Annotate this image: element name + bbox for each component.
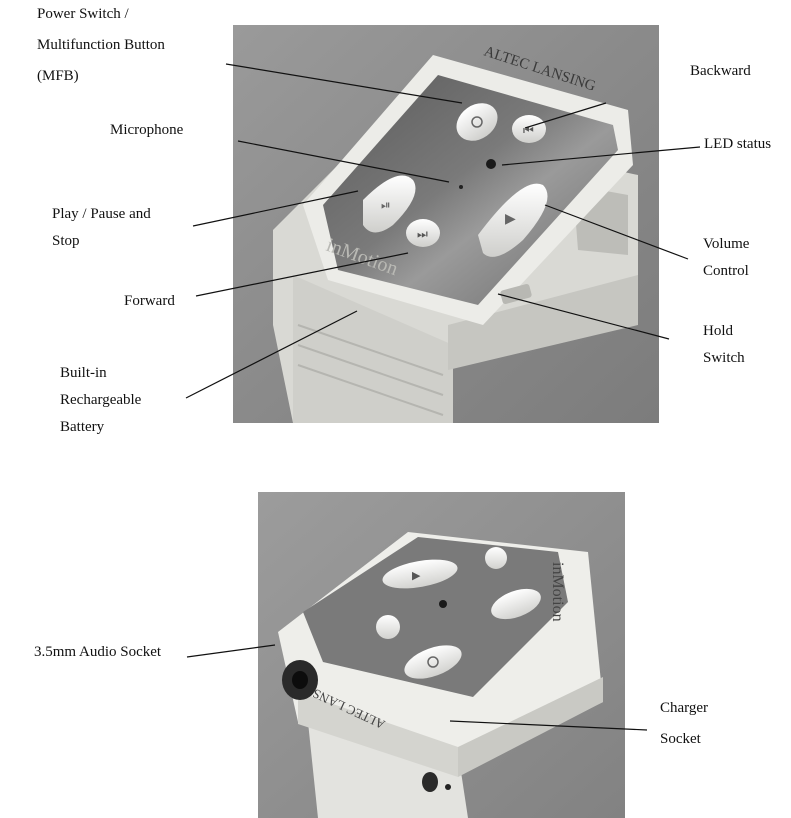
top-device-illustration: ALTEC LANSING inMotion ⏮ ⏯ ⏭ ▶ [233,25,659,423]
callout-charger-socket: Charger Socket [660,697,708,751]
callout-power-switch: Power Switch / Multifunction Button (MFB… [37,3,165,88]
callout-battery-line2: Rechargeable [60,392,142,408]
backward-button[interactable]: ⏮ [512,115,546,143]
volume-control-button[interactable]: ▶ [478,183,548,257]
play-pause-button[interactable]: ⏯ [363,175,416,233]
callout-hold-line1: Hold [703,323,733,339]
svg-text:▶: ▶ [505,212,516,227]
callout-volume-line2: Control [703,263,749,279]
callout-play-pause-line2: Stop [52,233,80,249]
forward-button[interactable]: ⏭ [406,219,440,247]
callout-backward: Backward [690,63,751,79]
callout-battery-line3: Battery [60,419,105,435]
bottom-volume-button[interactable]: ▶ [380,555,459,594]
callout-audio-socket: 3.5mm Audio Socket [34,644,162,660]
svg-text:▶: ▶ [412,570,421,582]
callout-power-switch-line2: Multifunction Button [37,37,165,53]
callout-power-switch-line1: Power Switch / [37,6,129,22]
callout-play-pause-line1: Play / Pause and [52,206,151,222]
callout-battery: Built-in Rechargeable Battery [60,362,141,439]
charger-socket [422,772,438,792]
callout-microphone: Microphone [110,122,184,138]
bottom-device-photo: inMotion ALTEC LANSING ▶ [258,492,625,818]
top-device-photo: ALTEC LANSING inMotion ⏮ ⏯ ⏭ ▶ [233,25,659,423]
callout-volume-line1: Volume [703,236,750,252]
power-button[interactable] [449,95,505,148]
bottom-device-illustration: inMotion ALTEC LANSING ▶ [258,492,625,818]
callout-hold-switch: Hold Switch [703,320,745,370]
callout-volume-control: Volume Control [703,233,749,283]
bottom-play-pause-button[interactable] [487,583,545,625]
callout-power-switch-line3: (MFB) [37,68,79,84]
callout-forward: Forward [124,293,175,309]
callout-hold-line2: Switch [703,350,745,366]
svg-text:⏮: ⏮ [523,123,534,137]
callout-play-pause: Play / Pause and Stop [52,203,151,253]
microphone-hole [459,185,463,189]
bottom-backward-button[interactable] [485,547,507,569]
svg-text:⏯: ⏯ [381,198,391,212]
bottom-forward-button[interactable] [376,615,400,639]
callout-led-status: LED status [704,136,772,152]
led-status-indicator [486,159,496,169]
bottom-model-text: inMotion [549,562,566,622]
callout-charger-line1: Charger [660,700,709,716]
svg-text:⏭: ⏭ [417,227,428,241]
bottom-power-button[interactable] [400,639,466,686]
bottom-led-indicator [439,600,447,608]
callout-charger-line2: Socket [660,731,701,747]
callout-battery-line1: Built-in [60,365,107,381]
